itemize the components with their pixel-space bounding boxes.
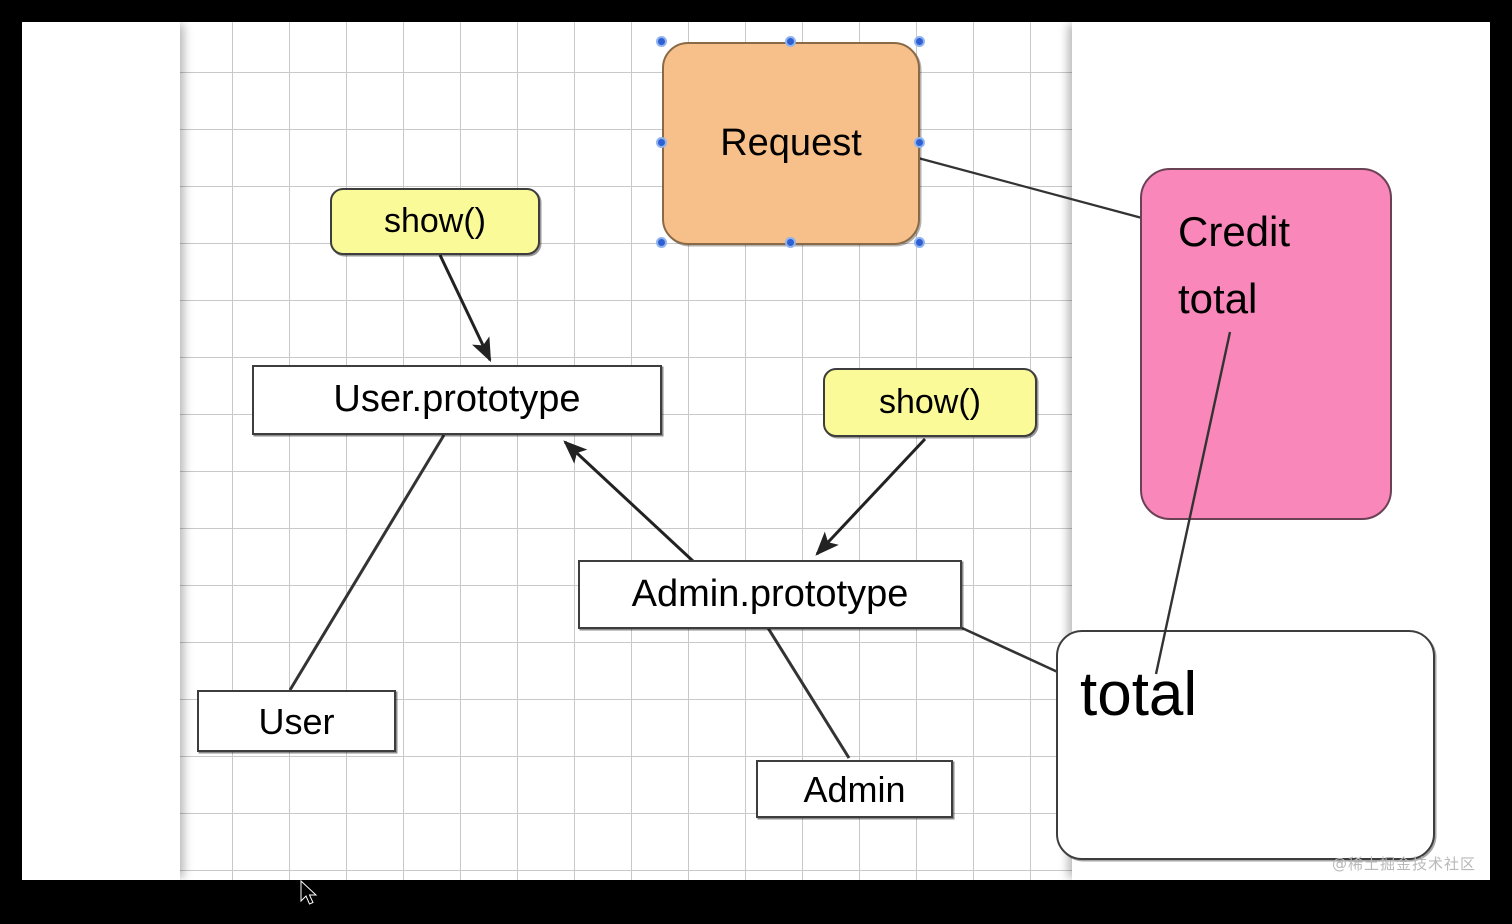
watermark: @稀土掘金技术社区	[1331, 855, 1476, 873]
node-request[interactable]: Request	[662, 42, 920, 245]
left-margin-panel	[22, 22, 180, 880]
node-user-label: User	[258, 700, 335, 742]
node-user-prototype-label: User.prototype	[333, 378, 581, 421]
node-credit-total-label: Credit total	[1178, 208, 1291, 323]
selection-handle-top-left[interactable]	[656, 36, 667, 47]
node-admin[interactable]: Admin	[756, 760, 953, 818]
node-admin-prototype[interactable]: Admin.prototype	[578, 560, 962, 629]
selection-handle-top-right[interactable]	[914, 36, 925, 47]
selection-handle-bottom-left[interactable]	[656, 237, 667, 248]
node-credit-total[interactable]: Credit total	[1140, 168, 1392, 520]
node-admin-label: Admin	[803, 768, 906, 810]
node-show-2-label: show()	[878, 383, 982, 422]
node-show-1[interactable]: show()	[330, 188, 540, 255]
node-total[interactable]: total	[1056, 630, 1435, 860]
selection-handle-bottom-center[interactable]	[785, 237, 796, 248]
node-user-prototype[interactable]: User.prototype	[252, 365, 662, 435]
node-total-label: total	[1080, 660, 1198, 729]
selection-handle-middle-right[interactable]	[914, 137, 925, 148]
node-user[interactable]: User	[197, 690, 396, 752]
diagram-page: Request show() show() User.prototype Adm…	[22, 22, 1490, 880]
selection-handle-middle-left[interactable]	[656, 137, 667, 148]
node-show-1-label: show()	[383, 202, 487, 241]
selection-handle-bottom-right[interactable]	[914, 237, 925, 248]
node-admin-prototype-label: Admin.prototype	[631, 572, 909, 615]
node-request-label: Request	[720, 121, 862, 164]
mouse-pointer-icon	[300, 880, 318, 905]
node-show-2[interactable]: show()	[823, 368, 1037, 437]
selection-handle-top-center[interactable]	[785, 36, 796, 47]
